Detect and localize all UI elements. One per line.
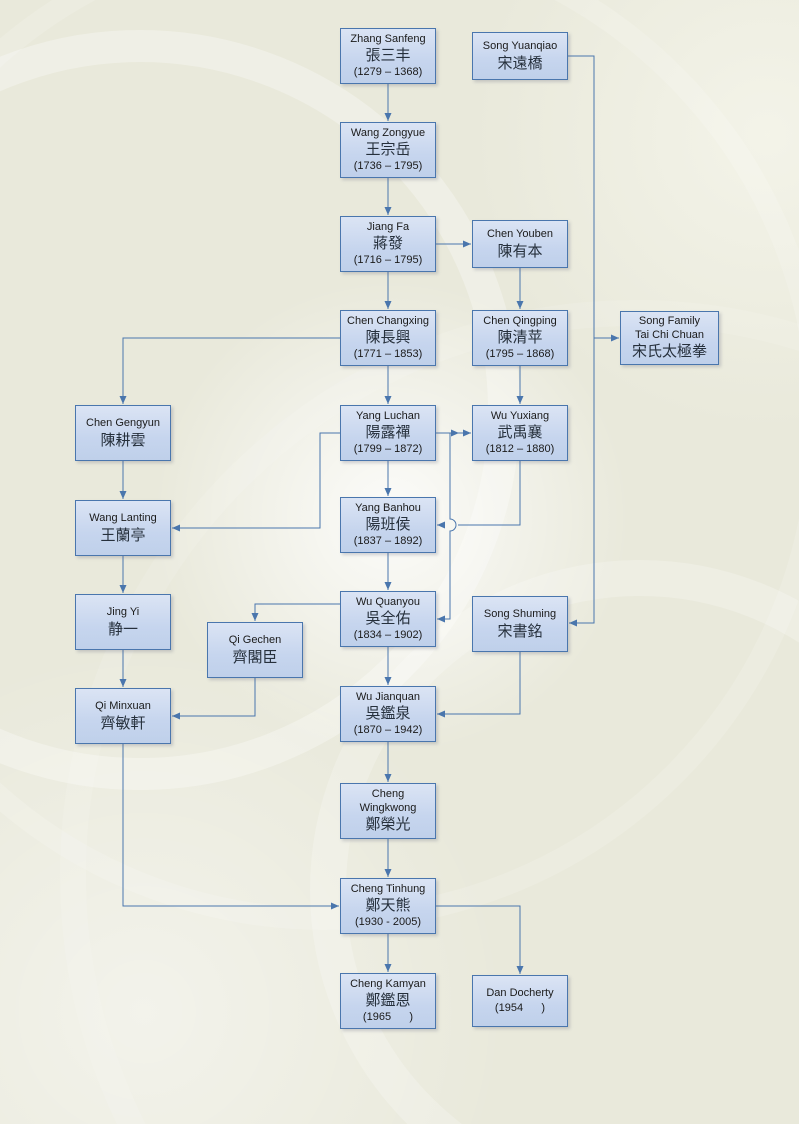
node-jiang-fa: Jiang Fa 蔣發 (1716 – 1795)	[340, 216, 436, 272]
node-name-zh: 陳耕雲	[100, 430, 146, 449]
edge-chengtinhung-dandocherty	[436, 905, 524, 974]
node-name-en: Wang Lanting	[89, 511, 157, 524]
node-yang-luchan: Yang Luchan 陽露禪 (1799 – 1872)	[340, 405, 436, 461]
node-name-en: Song Yuanqiao	[482, 39, 558, 52]
node-dates: (1837 – 1892)	[353, 535, 423, 548]
node-chen-changxing: Chen Changxing 陳長興 (1771 – 1853)	[340, 310, 436, 366]
node-chen-gengyun: Chen Gengyun 陳耕雲	[75, 405, 171, 461]
node-wang-lanting: Wang Lanting 王蘭亭	[75, 500, 171, 556]
node-dates: (1870 – 1942)	[353, 724, 423, 737]
node-name-zh: 鄭天熊	[365, 896, 411, 915]
node-name-zh: 宋氏太極拳	[631, 342, 707, 361]
node-name-zh: 王蘭亭	[100, 525, 146, 544]
node-name-en: Jiang Fa	[366, 220, 410, 233]
node-name-en: Wu Yuxiang	[490, 409, 550, 422]
node-dates: (1736 – 1795)	[353, 160, 423, 173]
node-name-en: Song Family	[638, 314, 701, 327]
node-jing-yi: Jing Yi 静一	[75, 594, 171, 650]
node-song-shuming: Song Shuming 宋書銘	[472, 596, 568, 652]
node-name-en: Chen Gengyun	[86, 416, 160, 429]
node-wu-yuxiang: Wu Yuxiang 武禹襄 (1812 – 1880)	[472, 405, 568, 461]
node-name-en: Yang Luchan	[355, 409, 421, 422]
node-name-zh: 鄭鑑恩	[365, 991, 411, 1010]
node-dates: (1954 )	[494, 1001, 546, 1014]
node-cheng-wingkwong: Cheng Wingkwong 鄭榮光	[340, 783, 436, 839]
node-name-en: Chen Youben	[486, 227, 554, 240]
node-name-en: Chen Changxing	[347, 314, 429, 327]
node-name-en: Wang Zongyue	[350, 126, 426, 139]
node-name-en2: Wingkwong	[359, 801, 417, 814]
node-name-en: Jing Yi	[106, 605, 140, 618]
edge-yangluchan-wuquanyou	[437, 433, 457, 623]
node-zhang-sanfeng: Zhang Sanfeng 張三丰 (1279 – 1368)	[340, 28, 436, 84]
node-name-en: Wu Jianquan	[355, 690, 420, 703]
node-chen-youben: Chen Youben 陳有本	[472, 220, 568, 268]
node-name-zh: 宋書銘	[497, 621, 543, 640]
node-name-zh: 齊閣臣	[232, 647, 278, 666]
node-dates: (1279 – 1368)	[353, 66, 423, 79]
node-name-zh: 静一	[107, 619, 138, 638]
edge-songyuanqiao-songshuming	[568, 55, 595, 627]
edge-chenchangxing-chengengyun	[119, 337, 340, 404]
node-name-zh: 陽露禪	[365, 423, 411, 442]
node-cheng-kamyan: Cheng Kamyan 鄭鑑恩 (1965 )	[340, 973, 436, 1029]
node-name-en: Yang Banhou	[355, 501, 421, 514]
node-qi-minxuan: Qi Minxuan 齊敏軒	[75, 688, 171, 744]
node-song-family-tai-chi-chuan: Song Family Tai Chi Chuan 宋氏太極拳	[620, 311, 719, 365]
node-name-en: Cheng	[371, 787, 405, 800]
node-yang-banhou: Yang Banhou 陽班侯 (1837 – 1892)	[340, 497, 436, 553]
edge-yangluchan-wanglanting	[172, 432, 340, 532]
node-name-zh: 王宗岳	[365, 140, 411, 159]
node-name-zh: 陳清苹	[497, 328, 543, 347]
node-name-en2: Tai Chi Chuan	[634, 328, 705, 341]
edge-wuyuxiang-yangbanhou	[437, 461, 521, 525]
node-dates: (1965 )	[362, 1011, 414, 1024]
node-name-en: Dan Docherty	[486, 986, 554, 999]
node-dates: (1771 – 1853)	[353, 348, 423, 361]
node-cheng-tinhung: Cheng Tinhung 鄭天熊 (1930 - 2005)	[340, 878, 436, 934]
node-chen-qingping: Chen Qingping 陳清苹 (1795 – 1868)	[472, 310, 568, 366]
node-name-zh: 宋遠橋	[497, 53, 543, 72]
node-dan-docherty: Dan Docherty (1954 )	[472, 975, 568, 1027]
node-name-zh: 吳全佑	[365, 609, 411, 628]
node-name-en: Wu Quanyou	[355, 595, 420, 608]
edge-qiminxuan-chengtinhung	[122, 744, 339, 910]
node-name-en: Qi Minxuan	[95, 699, 151, 712]
node-dates: (1716 – 1795)	[353, 254, 423, 267]
node-name-zh: 陳長興	[365, 328, 411, 347]
node-name-en: Qi Gechen	[228, 633, 282, 646]
node-dates: (1930 - 2005)	[354, 916, 422, 929]
node-name-zh: 張三丰	[365, 46, 411, 65]
node-wu-quanyou: Wu Quanyou 吳全佑 (1834 – 1902)	[340, 591, 436, 647]
node-dates: (1799 – 1872)	[353, 443, 423, 456]
node-name-zh: 齊敏軒	[100, 713, 146, 732]
node-dates: (1795 – 1868)	[485, 348, 555, 361]
edge-songshuming-wujianquan	[437, 652, 521, 718]
node-name-zh: 陳有本	[497, 241, 543, 260]
node-name-zh: 吳鑑泉	[365, 704, 411, 723]
node-dates: (1834 – 1902)	[353, 629, 423, 642]
node-song-yuanqiao: Song Yuanqiao 宋遠橋	[472, 32, 568, 80]
node-wang-zongyue: Wang Zongyue 王宗岳 (1736 – 1795)	[340, 122, 436, 178]
node-name-en: Chen Qingping	[483, 314, 557, 327]
edge-qigechen-qiminxuan	[172, 678, 256, 720]
node-dates: (1812 – 1880)	[485, 443, 555, 456]
node-name-zh: 蔣發	[372, 234, 403, 253]
node-name-en: Zhang Sanfeng	[350, 32, 426, 45]
node-name-zh: 陽班侯	[365, 515, 411, 534]
node-name-en: Song Shuming	[483, 607, 557, 620]
edge-wuquanyou-qigechen	[251, 603, 340, 621]
node-name-zh: 鄭榮光	[365, 815, 411, 834]
node-name-en: Cheng Tinhung	[350, 882, 426, 895]
node-wu-jianquan: Wu Jianquan 吳鑑泉 (1870 – 1942)	[340, 686, 436, 742]
node-name-en: Cheng Kamyan	[350, 977, 426, 990]
node-name-zh: 武禹襄	[497, 423, 543, 442]
node-qi-gechen: Qi Gechen 齊閣臣	[207, 622, 303, 678]
